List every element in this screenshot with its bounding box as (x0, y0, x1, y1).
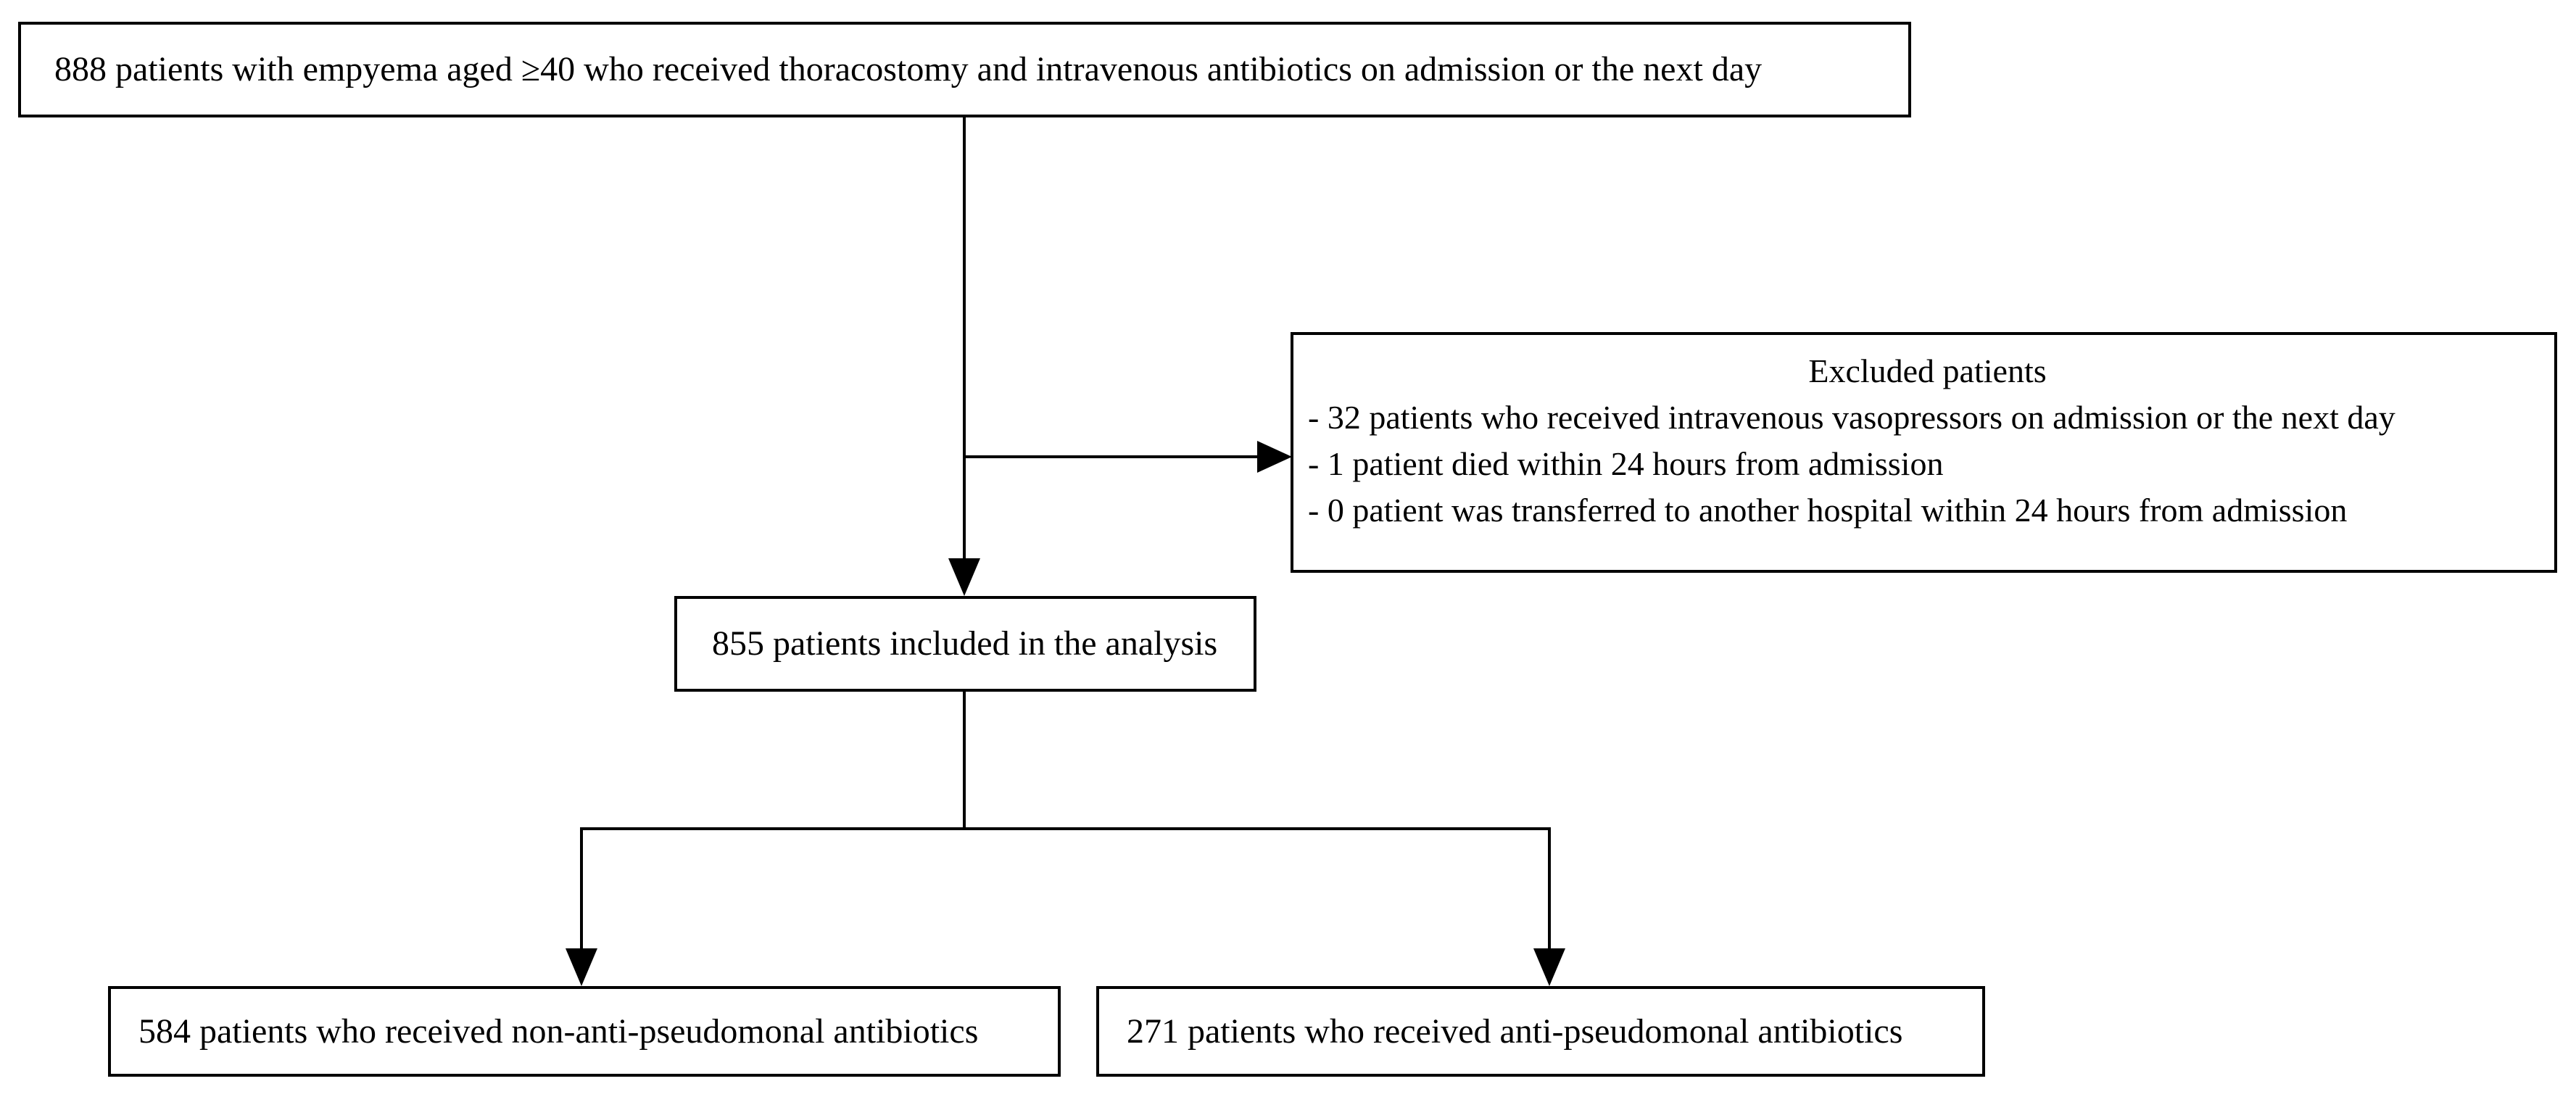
excluded-box-title: Excluded patients (1808, 352, 2047, 389)
excluded-item-vasopressors: - 32 patients who received intravenous v… (1308, 399, 2395, 436)
connector-branch-to-excluded (964, 455, 1259, 458)
arrowhead-down-nonanti-icon (566, 948, 597, 986)
excluded-item-transferred: - 0 patient was transferred to another h… (1308, 492, 2348, 529)
excluded-item-died: - 1 patient died within 24 hours from ad… (1308, 445, 1944, 482)
arrowhead-right-excluded-icon (1257, 441, 1292, 473)
excluded-box: Excluded patients - 32 patients who rece… (1291, 332, 2557, 573)
connector-split-to-anti (1548, 827, 1551, 951)
non-anti-pseudomonal-box-text: 584 patients who received non-anti-pseud… (138, 1011, 979, 1051)
included-box-text: 855 patients included in the analysis (712, 624, 1218, 663)
anti-pseudomonal-box: 271 patients who received anti-pseudomon… (1096, 986, 1985, 1077)
non-anti-pseudomonal-box: 584 patients who received non-anti-pseud… (108, 986, 1061, 1077)
arrowhead-down-included-icon (948, 558, 980, 596)
connector-split-to-nonanti (580, 827, 583, 951)
connector-split-horizontal (580, 827, 1551, 830)
connector-enrollment-to-included (963, 117, 966, 560)
connector-included-to-split (963, 692, 966, 830)
enrollment-box: 888 patients with empyema aged ≥40 who r… (18, 22, 1911, 117)
included-box: 855 patients included in the analysis (674, 596, 1256, 692)
arrowhead-down-anti-icon (1533, 948, 1565, 986)
enrollment-box-text: 888 patients with empyema aged ≥40 who r… (54, 50, 1763, 89)
anti-pseudomonal-box-text: 271 patients who received anti-pseudomon… (1127, 1011, 1903, 1051)
